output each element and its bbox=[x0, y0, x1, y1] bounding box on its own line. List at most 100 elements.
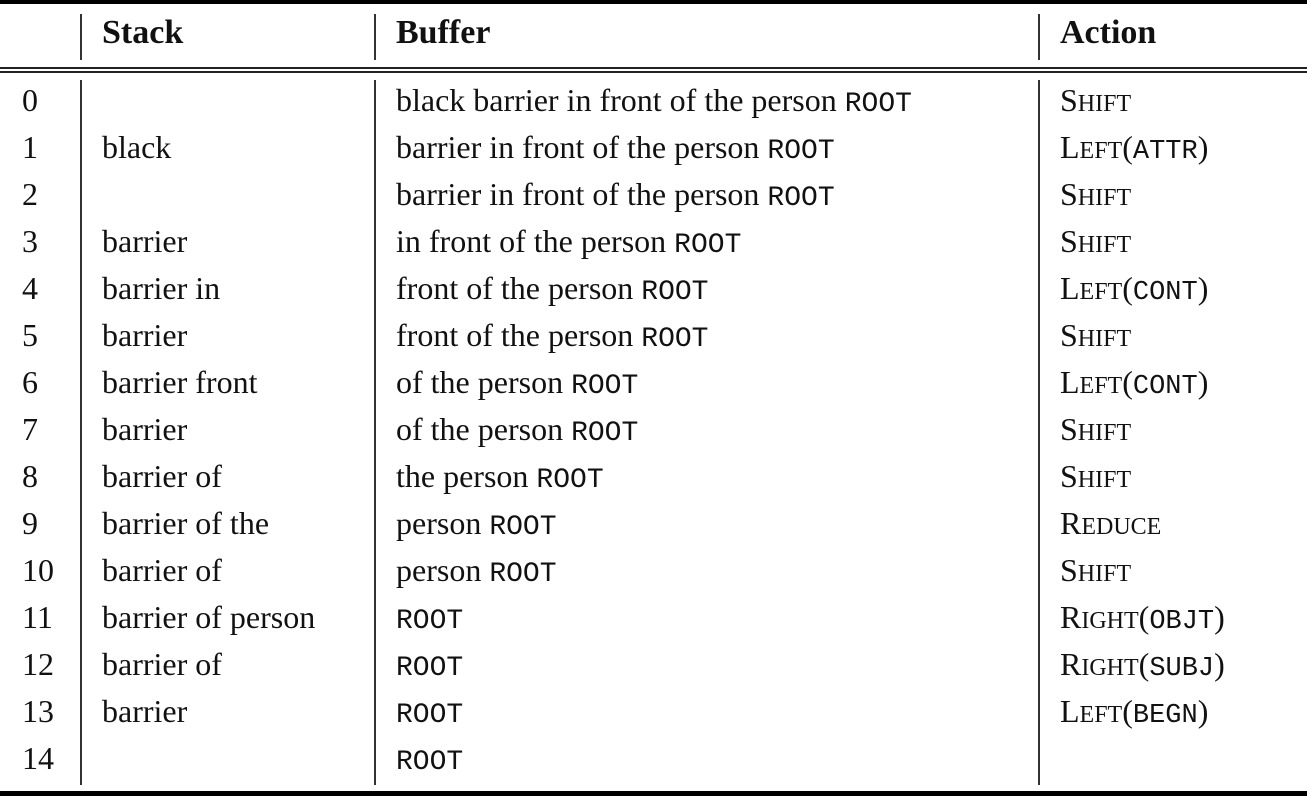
root-token: ROOT bbox=[396, 747, 464, 778]
header-action: Action bbox=[1060, 14, 1157, 51]
root-token: ROOT bbox=[571, 418, 639, 449]
body-divider-2 bbox=[374, 80, 376, 785]
header-buffer: Buffer bbox=[396, 14, 491, 51]
body-divider-3 bbox=[1038, 80, 1040, 785]
stack-cell: barrier bbox=[102, 411, 188, 447]
action-argument: (CONT) bbox=[1122, 270, 1209, 308]
header-rule-upper bbox=[0, 67, 1307, 69]
row-index: 6 bbox=[22, 364, 38, 400]
row-index: 8 bbox=[22, 458, 38, 494]
root-token: ROOT bbox=[641, 277, 709, 308]
stack-cell: barrier of bbox=[102, 646, 222, 682]
action-name: RIGHT bbox=[1060, 599, 1139, 635]
stack-cell: barrier of the bbox=[102, 505, 270, 541]
buffer-cell: of the person ROOT bbox=[396, 409, 638, 454]
action-cell: SHIFT bbox=[1060, 80, 1131, 124]
stack-cell: barrier bbox=[102, 693, 188, 729]
row-index: 1 bbox=[22, 129, 38, 165]
action-cell: LEFT(CONT) bbox=[1060, 268, 1208, 313]
buffer-words: person bbox=[396, 505, 490, 541]
action-name: LEFT bbox=[1060, 364, 1123, 400]
buffer-words: the person bbox=[396, 458, 537, 494]
action-cell: REDUCE bbox=[1060, 503, 1161, 547]
header-rule-lower bbox=[0, 71, 1307, 73]
root-token: ROOT bbox=[844, 89, 912, 120]
row-index: 4 bbox=[22, 270, 38, 306]
stack-cell: barrier of bbox=[102, 458, 222, 494]
action-cell: SHIFT bbox=[1060, 456, 1131, 500]
action-name: SHIFT bbox=[1060, 82, 1132, 118]
buffer-words: barrier in front of the person bbox=[396, 176, 768, 212]
row-index: 7 bbox=[22, 411, 38, 447]
buffer-cell: of the person ROOT bbox=[396, 362, 638, 407]
header-divider-1 bbox=[80, 14, 82, 60]
row-index: 2 bbox=[22, 176, 38, 212]
root-token: ROOT bbox=[536, 465, 604, 496]
action-argument: (SUBJ) bbox=[1138, 646, 1225, 684]
root-token: ROOT bbox=[396, 606, 464, 637]
stack-cell: barrier of person bbox=[102, 599, 316, 635]
buffer-cell: the person ROOT bbox=[396, 456, 604, 501]
root-token: ROOT bbox=[767, 136, 835, 167]
row-index: 3 bbox=[22, 223, 38, 259]
buffer-cell: in front of the person ROOT bbox=[396, 221, 741, 266]
buffer-words: black barrier in front of the person bbox=[396, 82, 845, 118]
stack-cell: black bbox=[102, 129, 172, 165]
buffer-words: barrier in front of the person bbox=[396, 129, 768, 165]
root-token: ROOT bbox=[571, 371, 639, 402]
action-name: LEFT bbox=[1060, 693, 1123, 729]
root-token: ROOT bbox=[489, 512, 557, 543]
action-name: RIGHT bbox=[1060, 646, 1139, 682]
action-cell: RIGHT(OBJT) bbox=[1060, 597, 1225, 642]
row-index: 9 bbox=[22, 505, 38, 541]
action-cell: SHIFT bbox=[1060, 174, 1131, 218]
action-argument: (ATTR) bbox=[1122, 129, 1209, 167]
action-name: SHIFT bbox=[1060, 317, 1132, 353]
stack-cell: barrier bbox=[102, 317, 188, 353]
buffer-cell: ROOT bbox=[396, 644, 463, 689]
row-index: 12 bbox=[22, 646, 54, 682]
root-token: ROOT bbox=[641, 324, 709, 355]
buffer-words: of the person bbox=[396, 411, 572, 447]
action-name: SHIFT bbox=[1060, 458, 1132, 494]
row-index: 13 bbox=[22, 693, 54, 729]
header-divider-2 bbox=[374, 14, 376, 60]
action-name: SHIFT bbox=[1060, 176, 1132, 212]
row-index: 5 bbox=[22, 317, 38, 353]
buffer-cell: front of the person ROOT bbox=[396, 268, 708, 313]
root-token: ROOT bbox=[674, 230, 742, 261]
buffer-cell: ROOT bbox=[396, 738, 463, 783]
action-argument: (BEGN) bbox=[1122, 693, 1209, 731]
stack-cell: barrier of bbox=[102, 552, 222, 588]
action-name: LEFT bbox=[1060, 270, 1123, 306]
buffer-cell: black barrier in front of the person ROO… bbox=[396, 80, 912, 125]
buffer-cell: front of the person ROOT bbox=[396, 315, 708, 360]
action-argument: (CONT) bbox=[1122, 364, 1209, 402]
action-cell: SHIFT bbox=[1060, 315, 1131, 359]
header-stack: Stack bbox=[102, 14, 184, 51]
buffer-words: front of the person bbox=[396, 317, 642, 353]
buffer-words: of the person bbox=[396, 364, 572, 400]
buffer-cell: ROOT bbox=[396, 597, 463, 642]
action-cell: RIGHT(SUBJ) bbox=[1060, 644, 1225, 689]
row-index: 11 bbox=[22, 599, 53, 635]
action-cell: SHIFT bbox=[1060, 221, 1131, 265]
root-token: ROOT bbox=[489, 559, 557, 590]
buffer-words: in front of the person bbox=[396, 223, 675, 259]
root-token: ROOT bbox=[396, 700, 464, 731]
action-cell: SHIFT bbox=[1060, 550, 1131, 594]
root-token: ROOT bbox=[396, 653, 464, 684]
action-cell: LEFT(CONT) bbox=[1060, 362, 1208, 407]
buffer-words: front of the person bbox=[396, 270, 642, 306]
row-index: 10 bbox=[22, 552, 54, 588]
action-argument: (OBJT) bbox=[1138, 599, 1225, 637]
row-index: 0 bbox=[22, 82, 38, 118]
action-cell: LEFT(ATTR) bbox=[1060, 127, 1208, 172]
header-divider-3 bbox=[1038, 14, 1040, 60]
body-divider-1 bbox=[80, 80, 82, 785]
stack-cell: barrier bbox=[102, 223, 188, 259]
buffer-cell: ROOT bbox=[396, 691, 463, 736]
buffer-cell: barrier in front of the person ROOT bbox=[396, 127, 835, 172]
action-name: LEFT bbox=[1060, 129, 1123, 165]
root-token: ROOT bbox=[767, 183, 835, 214]
